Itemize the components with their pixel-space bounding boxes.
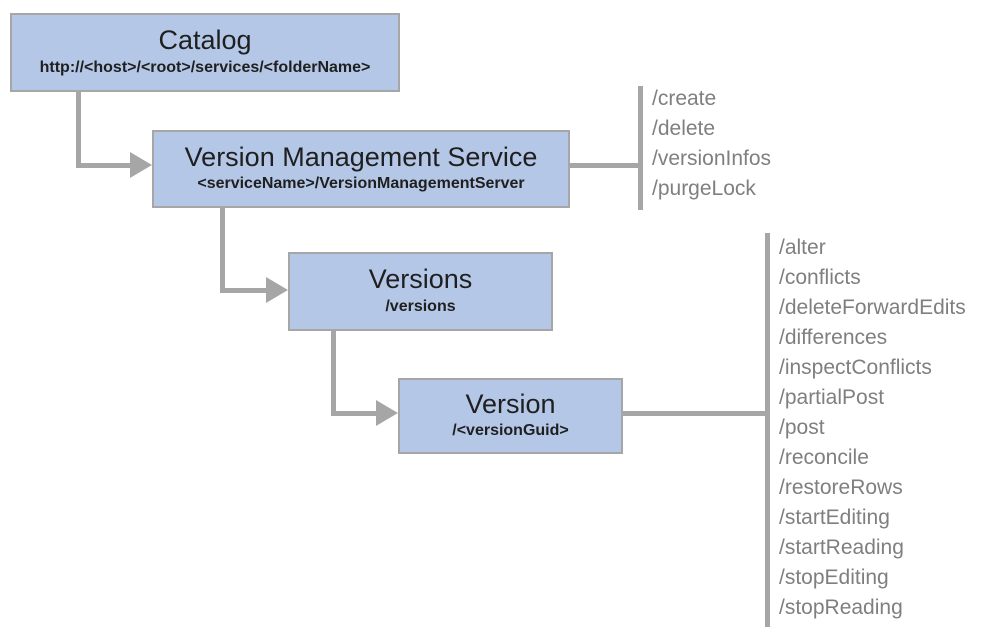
operation-item: /purgeLock	[652, 177, 756, 200]
node-version: Version /<versionGuid>	[398, 378, 623, 454]
node-catalog-title: Catalog	[158, 25, 252, 56]
operation-item: /startEditing	[779, 506, 890, 529]
operation-item: /stopReading	[779, 596, 903, 619]
operation-item: /inspectConflicts	[779, 356, 932, 379]
vms-operations-list: /create/delete/versionInfos/purgeLock	[652, 84, 771, 204]
operation-item: /stopEditing	[779, 566, 889, 589]
operation-item: /partialPost	[779, 386, 885, 409]
operation-item: /reconcile	[779, 446, 869, 469]
version-operations-list: /alter/conflicts/deleteForwardEdits/diff…	[779, 233, 966, 623]
operation-item: /alter	[779, 236, 826, 259]
operation-item: /versionInfos	[652, 147, 772, 170]
version-operations-bracket	[765, 233, 770, 627]
node-vms-url: <serviceName>/VersionManagementServer	[197, 175, 525, 193]
vms-operations-bracket	[638, 86, 643, 210]
node-version-title: Version	[465, 388, 556, 419]
node-version-management-service: Version Management Service <serviceName>…	[152, 130, 570, 208]
connector-vms-to-operations	[569, 163, 638, 168]
operation-item: /restoreRows	[779, 476, 903, 499]
operation-item: /startReading	[779, 536, 904, 559]
node-versions: Versions /versions	[288, 252, 553, 331]
node-vms-title: Version Management Service	[184, 141, 538, 172]
node-versions-title: Versions	[368, 264, 473, 295]
operation-item: /differences	[779, 326, 888, 349]
operation-item: /post	[779, 416, 825, 439]
arrow-right-icon	[376, 400, 398, 426]
operation-item: /delete	[652, 117, 716, 140]
node-version-url: /<versionGuid>	[452, 422, 569, 440]
operation-item: /conflicts	[779, 266, 861, 289]
arrow-right-icon	[130, 152, 152, 178]
node-versions-url: /versions	[385, 297, 456, 315]
connector-catalog-to-vms-vertical	[76, 91, 81, 168]
connector-vms-to-versions-vertical	[220, 207, 225, 293]
connector-versions-to-version-horizontal	[331, 411, 379, 416]
operation-item: /create	[652, 87, 717, 110]
connector-catalog-to-vms-horizontal	[76, 163, 132, 168]
node-catalog: Catalog http://<host>/<root>/services/<f…	[10, 13, 400, 92]
node-catalog-url: http://<host>/<root>/services/<folderNam…	[39, 58, 371, 76]
connector-vms-to-versions-horizontal	[220, 288, 269, 293]
connector-version-to-operations	[622, 411, 765, 416]
arrow-right-icon	[266, 277, 288, 303]
connector-versions-to-version-vertical	[331, 330, 336, 416]
operation-item: /deleteForwardEdits	[779, 296, 966, 319]
